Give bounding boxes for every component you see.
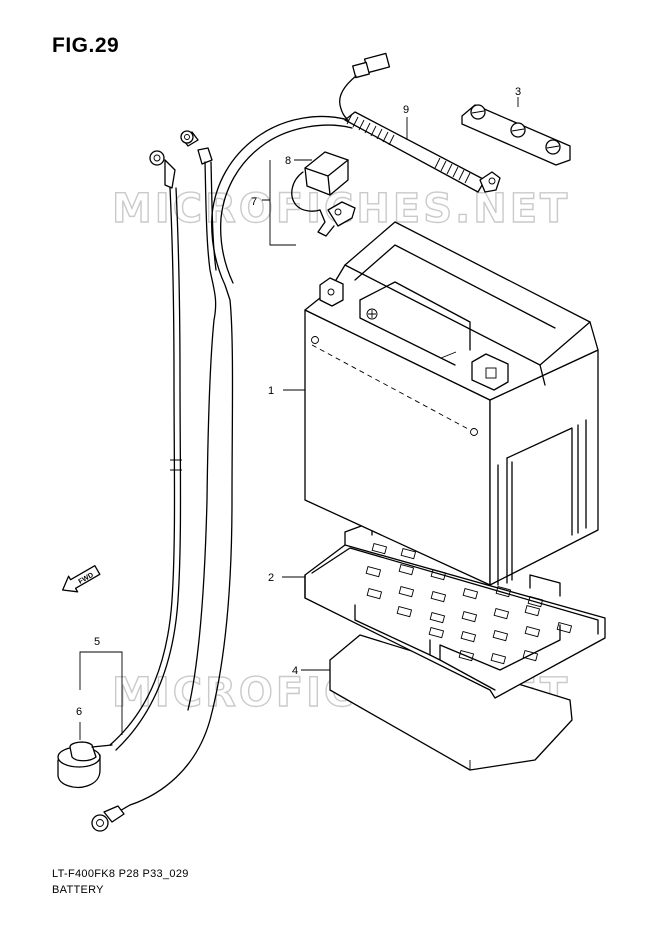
callout-4: 4 xyxy=(292,665,298,677)
callout-3: 3 xyxy=(515,86,521,98)
callout-5: 5 xyxy=(94,636,100,648)
callout-8: 8 xyxy=(285,155,291,167)
fwd-direction-marker: FWD xyxy=(62,565,101,593)
callout-1: 1 xyxy=(268,385,274,397)
callout-9: 9 xyxy=(403,104,409,116)
part-2-battery-tray xyxy=(304,521,606,699)
part-3-terminal-bar xyxy=(461,104,571,166)
figure-code: LT-F400FK8 P28 P33_029 xyxy=(52,868,189,880)
figure-name: BATTERY xyxy=(52,884,104,896)
callout-2: 2 xyxy=(268,572,274,584)
leader-lines xyxy=(79,97,519,740)
callout-numbers: 1 2 3 4 5 6 7 8 9 xyxy=(76,86,521,718)
figure-title: FIG.29 xyxy=(52,34,120,57)
part-6-terminal-cap xyxy=(57,741,113,789)
part-7-8-fuse-holder xyxy=(291,151,356,237)
part-1-battery xyxy=(304,221,599,586)
callout-6: 6 xyxy=(76,706,82,718)
battery-cables xyxy=(91,115,353,832)
tray-slots xyxy=(365,542,573,665)
tube-ribs xyxy=(346,113,471,184)
callout-7: 7 xyxy=(251,196,257,208)
part-9-harness xyxy=(339,52,501,193)
